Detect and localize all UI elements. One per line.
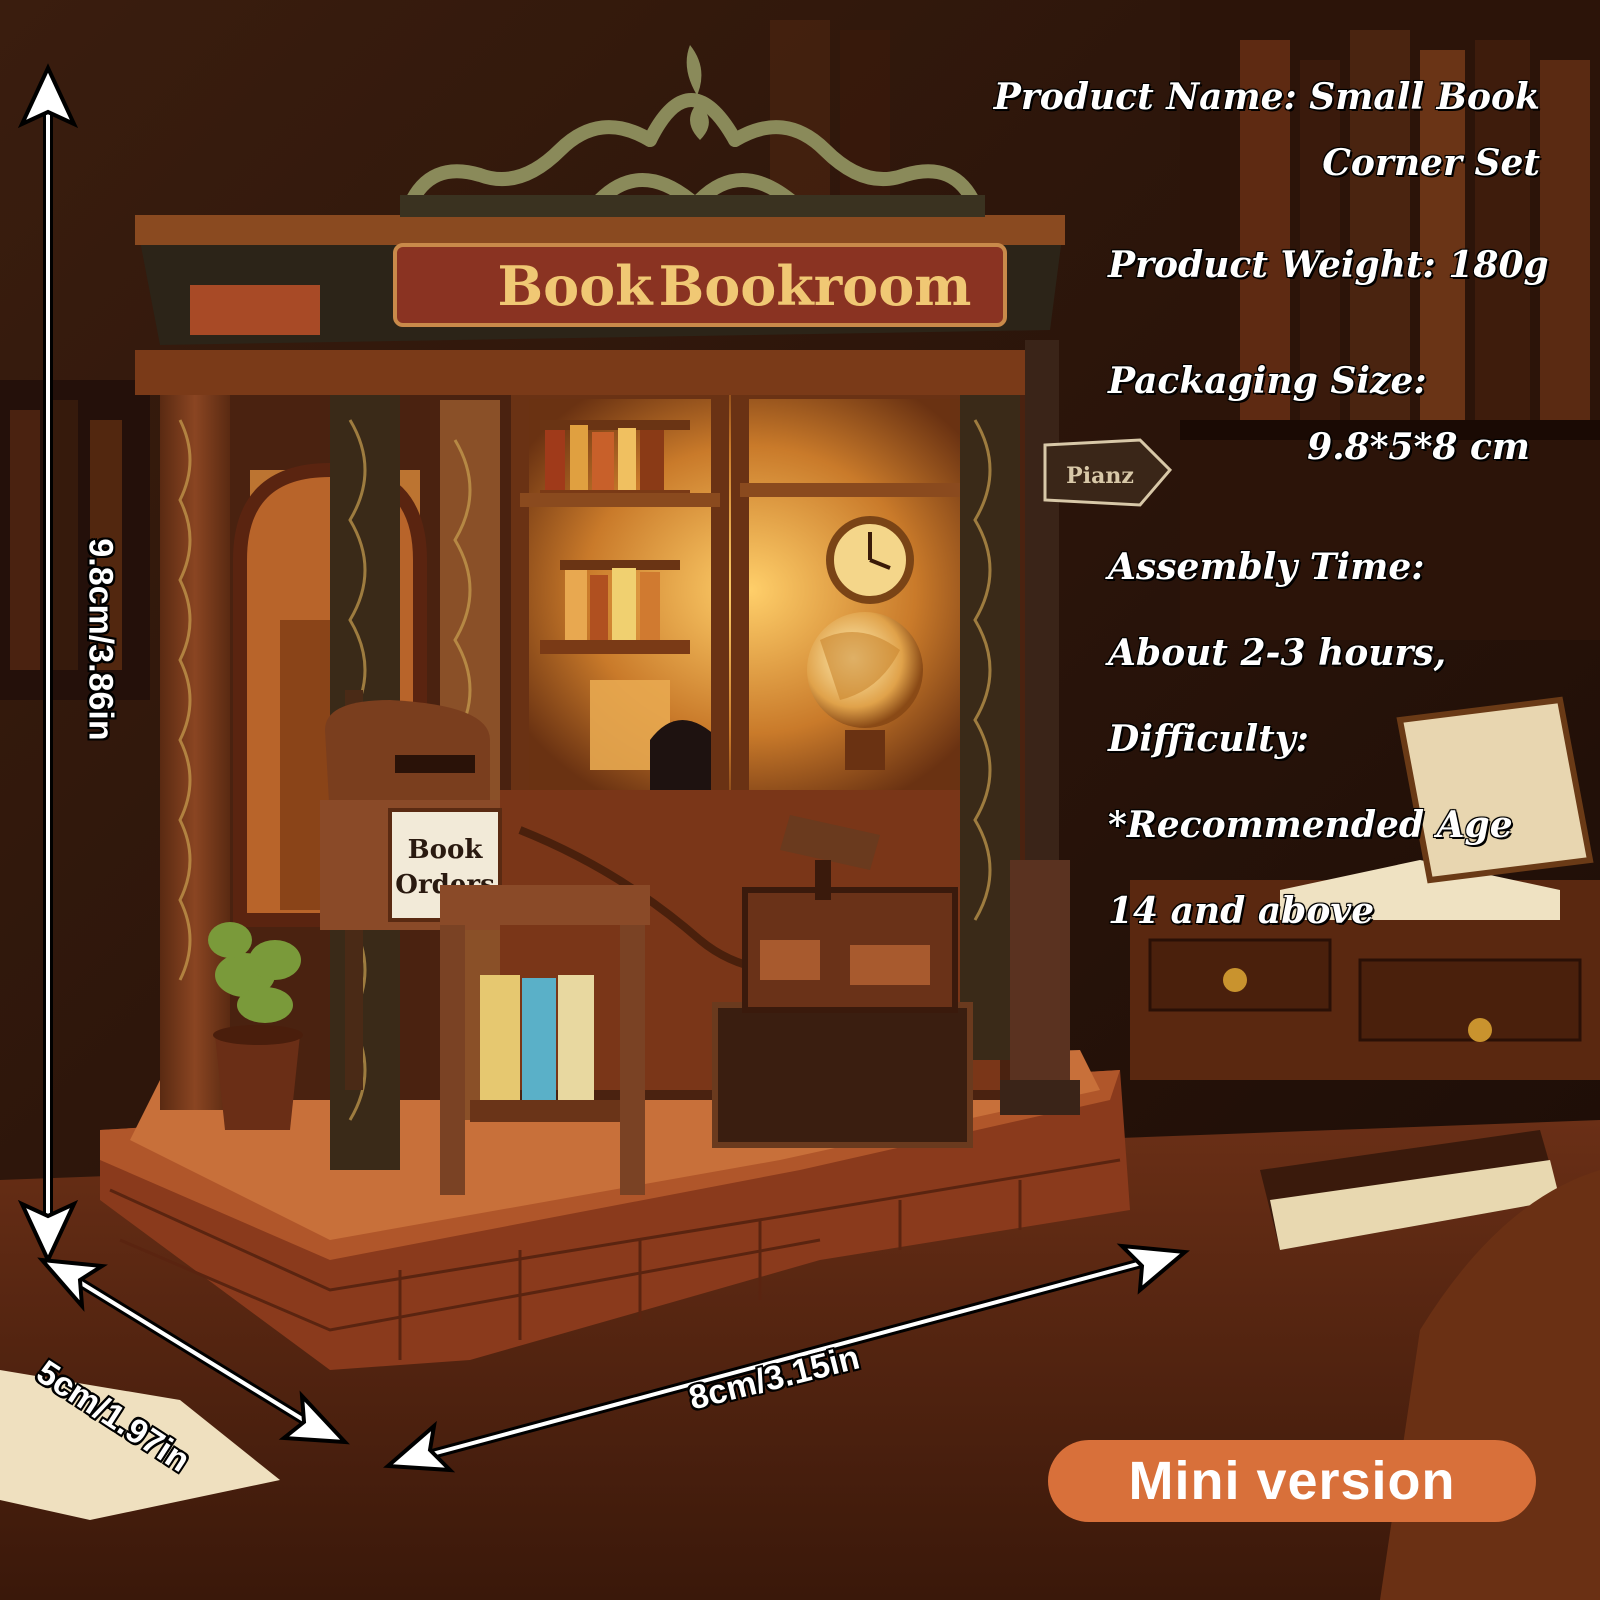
mailbox-label-1: Book xyxy=(408,835,484,865)
badge-bg xyxy=(1048,1440,1536,1522)
assembly-time-value: About 2-3 hours, xyxy=(1108,632,1447,674)
store-sign-right: Bookroom xyxy=(659,254,972,318)
product-name-line1: Product Name: Small Book xyxy=(993,76,1540,118)
product-weight: Product Weight: 180g xyxy=(1108,244,1549,286)
recommended-age-label: *Recommended Age xyxy=(1108,804,1513,846)
product-name-line2: Corner Set xyxy=(1322,142,1540,184)
street-sign: Pianz xyxy=(1066,463,1134,489)
difficulty-label: Difficulty: xyxy=(1108,718,1309,760)
packaging-size-value: 9.8*5*8 cm xyxy=(1307,426,1530,468)
packaging-size-label: Packaging Size: xyxy=(1108,360,1427,402)
height-dimension-label: 9.8cm/3.86in xyxy=(81,538,120,741)
mini-version-badge: Mini version xyxy=(1128,1451,1456,1511)
depth-arrow xyxy=(37,1257,350,1445)
assembly-time-label: Assembly Time: xyxy=(1108,546,1425,588)
store-sign-left: Book xyxy=(497,254,654,318)
height-arrow xyxy=(17,63,79,1265)
recommended-age-value: 14 and above xyxy=(1108,890,1375,932)
width-arrow xyxy=(383,1243,1190,1473)
